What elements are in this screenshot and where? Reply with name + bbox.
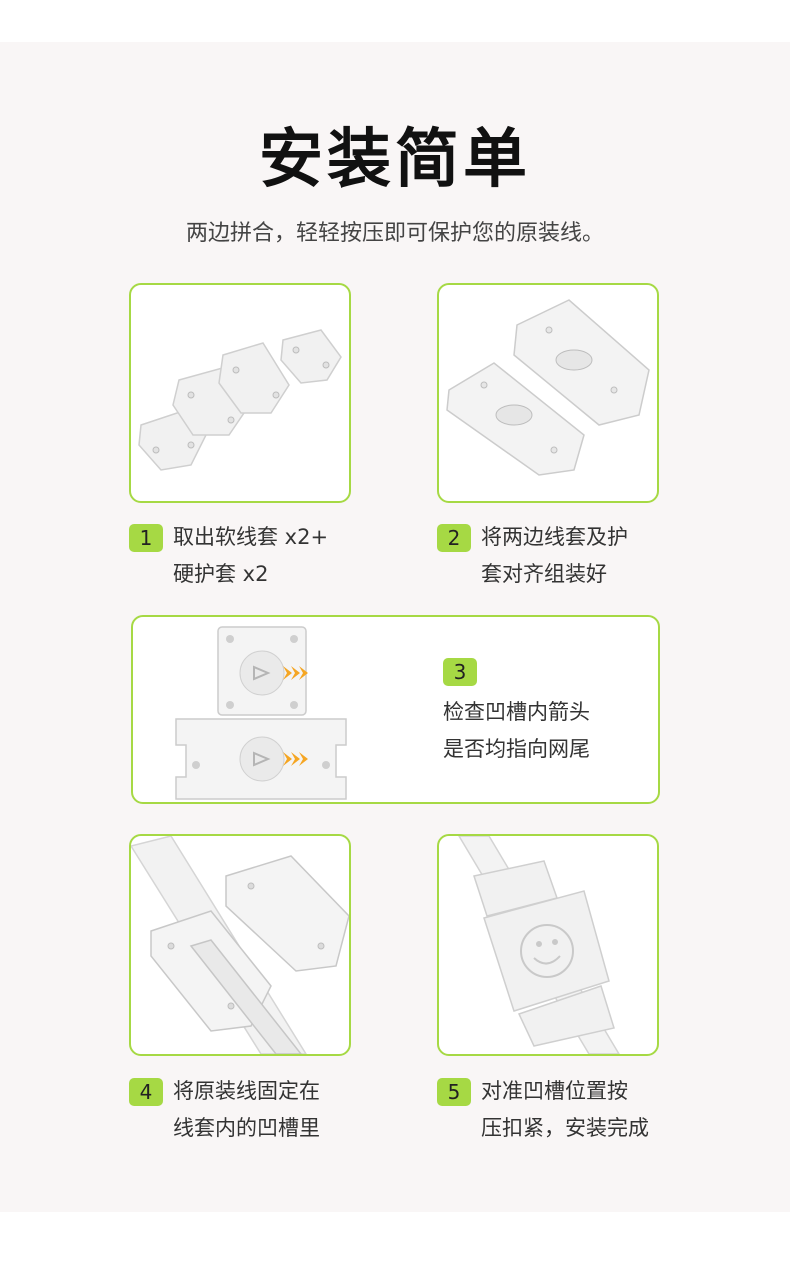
step-2-badge: 2 xyxy=(437,524,471,552)
step-3-text-line-2: 是否均指向网尾 xyxy=(443,737,590,761)
arrow-icon xyxy=(283,666,308,766)
step-1-image-card xyxy=(129,283,351,503)
step-1-badge: 1 xyxy=(129,524,163,552)
mascot-logo-icon xyxy=(520,924,574,978)
step-3-caption: 3 检查凹槽内箭头 是否均指向网尾 xyxy=(443,653,590,768)
step-5-text-line-2: 压扣紧，安装完成 xyxy=(481,1116,649,1140)
page-title: 安装简单 xyxy=(259,123,531,197)
step-5-image-card xyxy=(437,834,659,1056)
step-5-badge: 5 xyxy=(437,1078,471,1106)
installed-protector-image xyxy=(458,836,620,1054)
step-4-image-card xyxy=(129,834,351,1056)
step-4-text-line-2: 线套内的凹槽里 xyxy=(173,1116,320,1140)
step-1-caption: 1 取出软线套 x2+ 硬护套 x2 xyxy=(129,519,328,593)
page-subtitle: 两边拼合，轻轻按压即可保护您的原装线。 xyxy=(185,221,604,246)
step-4-caption: 4 将原装线固定在 线套内的凹槽里 xyxy=(129,1073,320,1147)
step-4-badge: 4 xyxy=(129,1078,163,1106)
step-3-text-line-1: 检查凹槽内箭头 xyxy=(443,700,590,724)
step-2-caption: 2 将两边线套及护 套对齐组装好 xyxy=(437,519,628,593)
step-2-text-line-1: 将两边线套及护 xyxy=(481,525,628,549)
step-1-text-line-2: 硬护套 x2 xyxy=(173,562,269,586)
step-4-text-line-1: 将原装线固定在 xyxy=(173,1079,320,1103)
soft-sleeves-and-hard-covers-image xyxy=(138,329,342,471)
step-5-text-line-1: 对准凹槽位置按 xyxy=(481,1079,628,1103)
step-3-card: 3 检查凹槽内箭头 是否均指向网尾 xyxy=(131,615,660,804)
fix-cable-in-sleeve-image xyxy=(131,836,349,1054)
step-2-text-line-2: 套对齐组装好 xyxy=(481,562,607,586)
step-2-image-card xyxy=(437,283,659,503)
step-1-text-line-1: 取出软线套 x2+ xyxy=(173,525,329,549)
step-3-badge: 3 xyxy=(443,658,477,686)
groove-arrows-image xyxy=(175,626,347,800)
aligned-sleeves-image xyxy=(446,299,650,476)
step-5-caption: 5 对准凹槽位置按 压扣紧，安装完成 xyxy=(437,1073,649,1147)
